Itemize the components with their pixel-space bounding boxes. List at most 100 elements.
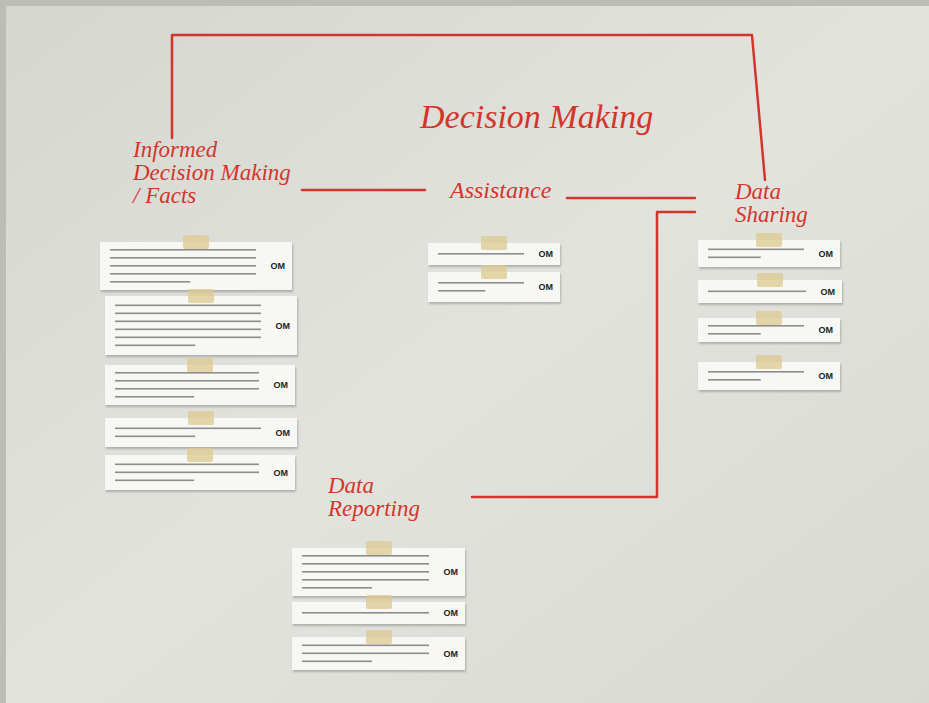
initials: OM — [539, 282, 554, 292]
initials: OM — [539, 249, 554, 259]
print-line — [708, 371, 804, 373]
quote-strip: OM — [428, 272, 560, 302]
initials: OM — [819, 325, 834, 335]
print-lines — [105, 418, 297, 447]
print-line — [115, 388, 259, 390]
print-line — [115, 396, 194, 398]
tape-piece — [366, 630, 392, 644]
tape-piece — [756, 311, 782, 325]
print-line — [438, 282, 524, 284]
print-line — [115, 345, 195, 347]
tape-piece — [187, 358, 213, 372]
initials: OM — [271, 261, 286, 271]
initials: OM — [819, 371, 834, 381]
print-line — [115, 337, 261, 339]
quote-strip: OM — [698, 240, 840, 267]
print-lines — [105, 455, 295, 490]
theme-heading: Informed Decision Making / Facts — [133, 138, 298, 207]
initials: OM — [274, 468, 289, 478]
marker-line — [172, 35, 765, 180]
tape-piece — [366, 595, 392, 609]
initials: OM — [274, 380, 289, 390]
print-line — [438, 290, 485, 292]
print-line — [110, 273, 256, 275]
print-line — [115, 329, 261, 331]
tape-piece — [187, 448, 213, 462]
theme-group: Informed Decision Making / FactsOM OM OM OM… — [95, 138, 302, 495]
tape-piece — [757, 273, 783, 287]
quote-strip: OM — [292, 602, 465, 624]
print-line — [110, 257, 256, 259]
tape-piece — [481, 236, 507, 250]
print-line — [302, 645, 429, 647]
print-line — [438, 253, 524, 255]
print-line — [115, 464, 259, 466]
initials: OM — [276, 428, 291, 438]
tape-piece — [183, 235, 209, 249]
initials: OM — [444, 608, 459, 618]
tape-piece — [756, 355, 782, 369]
theme-group: Data SharingOMOMOMOM — [695, 180, 847, 397]
print-lines — [698, 280, 842, 303]
tape-piece — [481, 265, 507, 279]
tape-piece — [188, 411, 214, 425]
print-line — [110, 249, 256, 251]
quote-strip: OM — [105, 296, 297, 355]
tape-piece — [756, 311, 782, 325]
initials: OM — [821, 287, 836, 297]
quote-strip: OM — [105, 418, 297, 447]
print-line — [302, 612, 429, 614]
quote-strip: OM — [105, 365, 295, 405]
initials: OM — [444, 567, 459, 577]
print-line — [115, 428, 261, 430]
theme-group: AssistanceOM OM — [425, 176, 567, 308]
print-line — [115, 313, 261, 315]
tape-piece — [188, 289, 214, 303]
theme-group: Data ReportingOM OM OM — [288, 474, 472, 676]
print-lines — [105, 365, 295, 405]
theme-heading: Data Reporting — [328, 474, 440, 520]
print-line — [302, 563, 429, 565]
print-line — [302, 579, 429, 581]
quote-strip: OM — [698, 318, 840, 342]
initials: OM — [444, 649, 459, 659]
print-lines — [292, 637, 465, 670]
tape-piece — [757, 273, 783, 287]
print-line — [708, 291, 806, 293]
tape-piece — [187, 448, 213, 462]
print-line — [115, 436, 195, 438]
tape-piece — [183, 235, 209, 249]
print-lines — [292, 548, 465, 596]
quote-strip: OM — [292, 548, 465, 596]
quote-strip: OM — [105, 455, 295, 490]
board-surface — [6, 6, 929, 703]
print-line — [708, 257, 761, 259]
quote-strip: OM — [292, 637, 465, 670]
tape-piece — [481, 265, 507, 279]
print-line — [708, 249, 804, 251]
print-line — [708, 333, 761, 335]
initials: OM — [819, 249, 834, 259]
print-line — [110, 265, 256, 267]
theme-heading: Assistance — [450, 178, 562, 202]
print-line — [115, 380, 259, 382]
print-line — [302, 587, 372, 589]
print-line — [115, 480, 194, 482]
initials: OM — [276, 321, 291, 331]
tape-piece — [366, 541, 392, 555]
print-lines — [292, 602, 465, 624]
print-line — [115, 372, 259, 374]
print-lines — [105, 296, 297, 355]
marker-line — [302, 189, 425, 192]
tape-piece — [366, 541, 392, 555]
print-line — [110, 281, 190, 283]
print-line — [302, 555, 429, 557]
tape-piece — [188, 289, 214, 303]
quote-strip: OM — [698, 362, 840, 390]
diagram-title: Decision Making — [420, 100, 653, 134]
tape-piece — [756, 355, 782, 369]
print-line — [708, 325, 804, 327]
print-line — [115, 321, 261, 323]
